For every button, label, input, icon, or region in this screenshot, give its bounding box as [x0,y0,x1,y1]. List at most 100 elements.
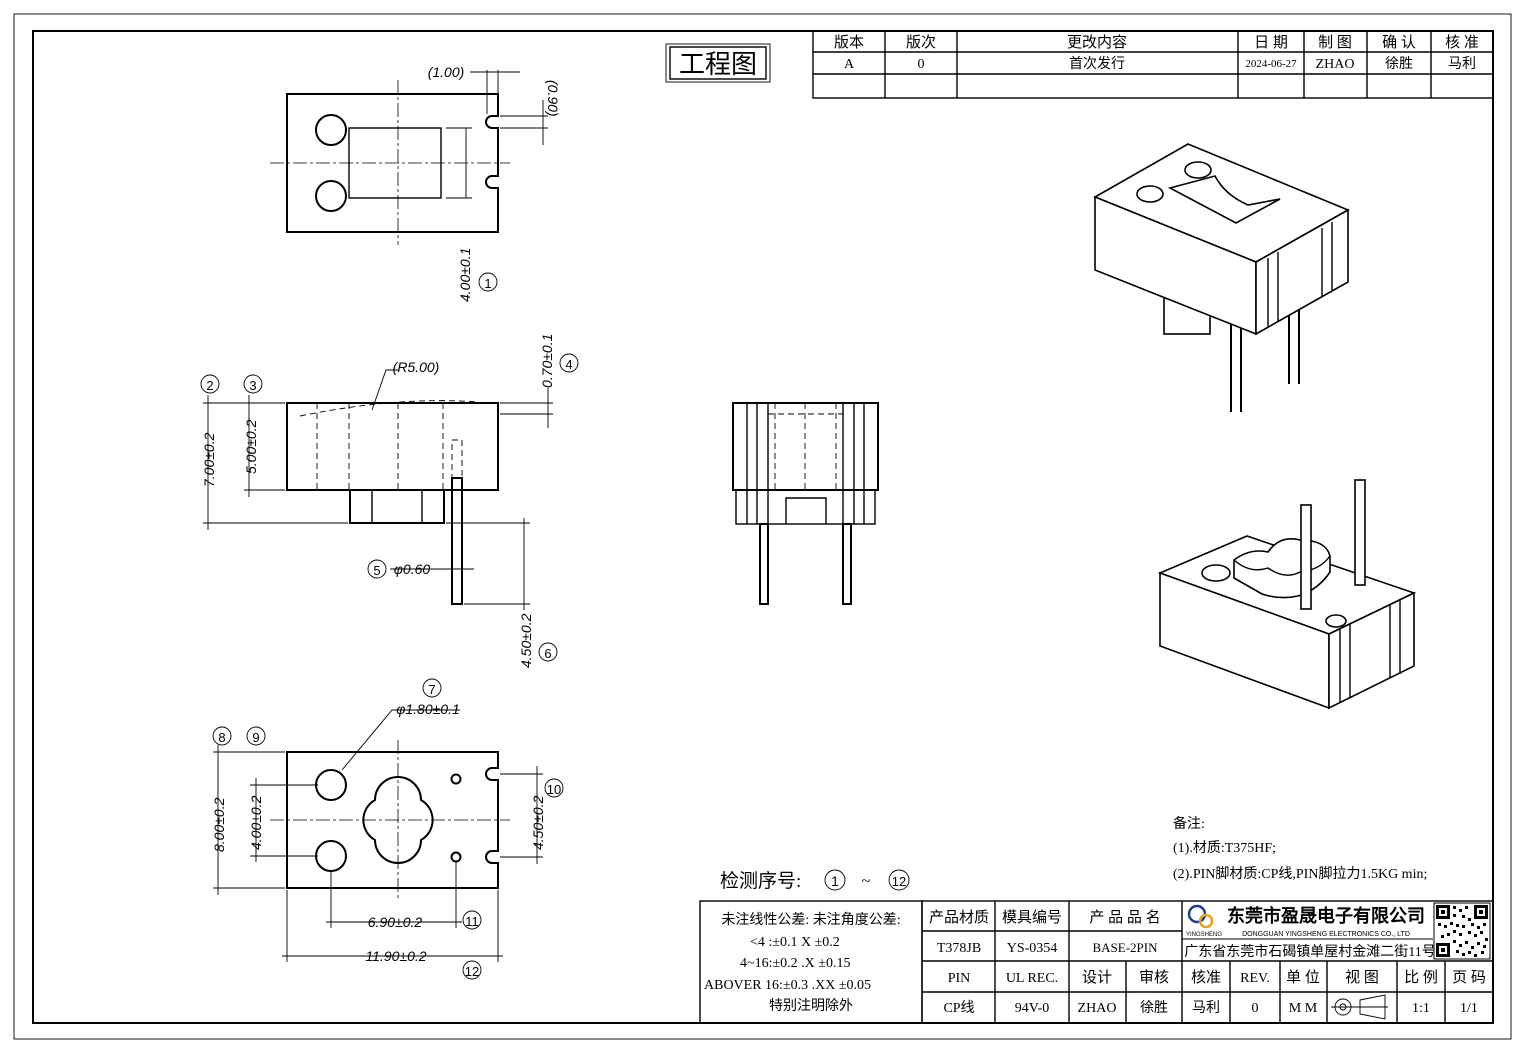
balloon-11: 11 [465,914,479,929]
dim-notch-pitch: 4.50±0.2 [530,795,546,850]
value-material: T378JB [937,941,981,956]
balloon-2: 2 [206,378,213,393]
balloon-3: 3 [249,378,256,393]
qr-code-icon [1433,902,1491,960]
value-product-name: BASE-2PIN [1092,940,1158,955]
balloon-4: 4 [565,357,572,372]
top-view: (1.00) (0.90) 4.00±0.1 1 [270,64,561,302]
label-ul-rec: UL REC. [1006,971,1058,986]
value-scale: 1:1 [1412,1001,1430,1016]
company-address: 广东省东莞市石碣镇单屋村金滩二街11号 [1184,943,1435,960]
value-ul-rec: 94V-0 [1015,1001,1050,1016]
dim-radius: (R5.00) [393,359,440,375]
rev-header-approve: 核 准 [1445,34,1479,51]
balloon-6: 6 [544,646,551,661]
dim-total-width: 11.90±0.2 [365,948,426,964]
balloon-7: 7 [428,682,435,697]
label-approve: 核准 [1191,969,1221,986]
front-view: 7.00±0.2 5.00±0.2 2 3 (R5.00) 0.70±0.1 4… [200,334,579,668]
rev-header-date: 日 期 [1254,34,1288,51]
value-review: 徐胜 [1140,1000,1168,1016]
dim-pin-pitch: 6.90±0.2 [368,914,423,930]
company-logo [1187,904,1214,929]
dim-hole-pitch-vertical: 4.00±0.2 [248,795,264,850]
bottom-view: 8.00±0.2 4.00±0.2 8 9 φ1.80±0.1 7 4.50±0… [211,678,564,980]
dim-total-height: 7.00±0.2 [201,432,217,487]
dim-top-width: 4.00±0.1 [457,248,473,302]
company-logo-text: YINGSHENG [1186,932,1222,938]
title-block: 产品材质 模具编号 产 品 品 名 T378JB YS-0354 BASE-2P… [921,900,1494,1024]
inspection-to: 12 [892,874,906,889]
value-page: 1/1 [1460,1001,1478,1016]
label-page: 页 码 [1452,969,1486,986]
rev-header-version: 版本 [834,34,864,51]
dim-body-height: 5.00±0.2 [243,419,259,474]
title-stamp-text: 工程图 [679,50,757,79]
dim-pin-length: 4.50±0.2 [518,613,534,668]
rev-value-version: A [844,57,855,72]
label-rev: REV. [1240,971,1270,986]
side-view [732,402,879,605]
value-pin: CP线 [943,1000,974,1016]
label-view: 视 图 [1345,969,1379,986]
outer-border [13,13,1512,1040]
rev-value-approve: 马利 [1448,56,1476,72]
inspection-from: 1 [831,873,839,889]
rev-value-change: 首次发行 [1069,56,1125,72]
rev-header-change: 更改内容 [1067,34,1127,51]
inspection-label: 检测序号: [720,870,801,892]
rev-header-drawn: 制 图 [1318,34,1352,51]
tolerance-line-1: <4 :±0.1 X ±0.2 [750,935,840,950]
tolerance-line-2: 4~16:±0.2 .X ±0.15 [740,956,850,971]
revision-table: 版本 版次 更改内容 日 期 制 图 确 认 核 准 A 0 首次发行 2024… [812,30,1494,99]
rev-header-confirm: 确 认 [1382,34,1416,51]
tolerance-title: 未注线性公差: 未注角度公差: [721,912,900,928]
balloon-5: 5 [373,563,380,578]
projection-symbol [1331,994,1388,1020]
dim-top-notch-height: (0.90) [545,80,561,117]
title-stamp: 工程图 [665,43,771,83]
notes: 备注: (1).材质:T375HF; (2).PIN脚材质:CP线,PIN脚拉力… [1173,815,1427,882]
label-mold-no: 模具编号 [1002,909,1062,926]
value-approve: 马利 [1192,1000,1220,1016]
dim-pin-diameter: φ0.60 [394,561,431,577]
notes-line-1: (1).材质:T375HF; [1173,840,1276,856]
notes-heading: 备注: [1173,815,1205,832]
value-rev: 0 [1252,1001,1259,1016]
value-mold-no: YS-0354 [1007,941,1058,956]
company-name: 东莞市盈晟电子有限公司 [1227,905,1425,926]
label-unit: 单 位 [1286,969,1320,986]
isometric-top-view [1093,143,1350,412]
value-unit: M M [1289,1001,1318,1016]
rev-header-issue: 版次 [906,34,936,51]
balloon-1: 1 [484,276,491,291]
label-pin: PIN [948,971,971,986]
notes-line-2: (2).PIN脚材质:CP线,PIN脚拉力1.5KG min; [1173,866,1427,882]
rev-value-issue: 0 [918,57,925,72]
dim-bottom-height: 8.00±0.2 [211,797,227,852]
label-material: 产品材质 [929,909,989,926]
company-english-name: DONGGUAN YINGSHENG ELECTRONICS CO., LTD [1242,931,1410,938]
inspection-separator: ~ [862,873,871,890]
label-product-name: 产 品 品 名 [1089,909,1160,926]
label-scale: 比 例 [1404,969,1438,986]
label-review: 审核 [1139,969,1169,986]
tolerance-block: 未注线性公差: 未注角度公差: <4 :±0.1 X ±0.2 4~16:±0.… [699,900,923,1024]
isometric-bottom-view [1157,479,1417,710]
inspection-sequence: 检测序号: 1 ~ 12 [720,869,910,892]
balloon-10: 10 [547,782,561,797]
dim-flange-height: 0.70±0.1 [539,334,555,388]
rev-value-date: 2024-06-27 [1245,58,1297,70]
balloon-9: 9 [252,730,259,745]
value-design: ZHAO [1078,1001,1117,1016]
balloon-12: 12 [465,964,479,979]
tolerance-footer: 特别注明除外 [769,998,853,1014]
rev-value-drawn: ZHAO [1316,57,1355,72]
label-design: 设计 [1082,969,1112,986]
dim-hole-diameter: φ1.80±0.1 [396,701,460,717]
rev-value-confirm: 徐胜 [1385,56,1413,72]
balloon-8: 8 [218,730,225,745]
tolerance-line-3: ABOVER 16:±0.3 .XX ±0.05 [704,978,871,993]
dim-top-notch-width: (1.00) [428,64,465,80]
